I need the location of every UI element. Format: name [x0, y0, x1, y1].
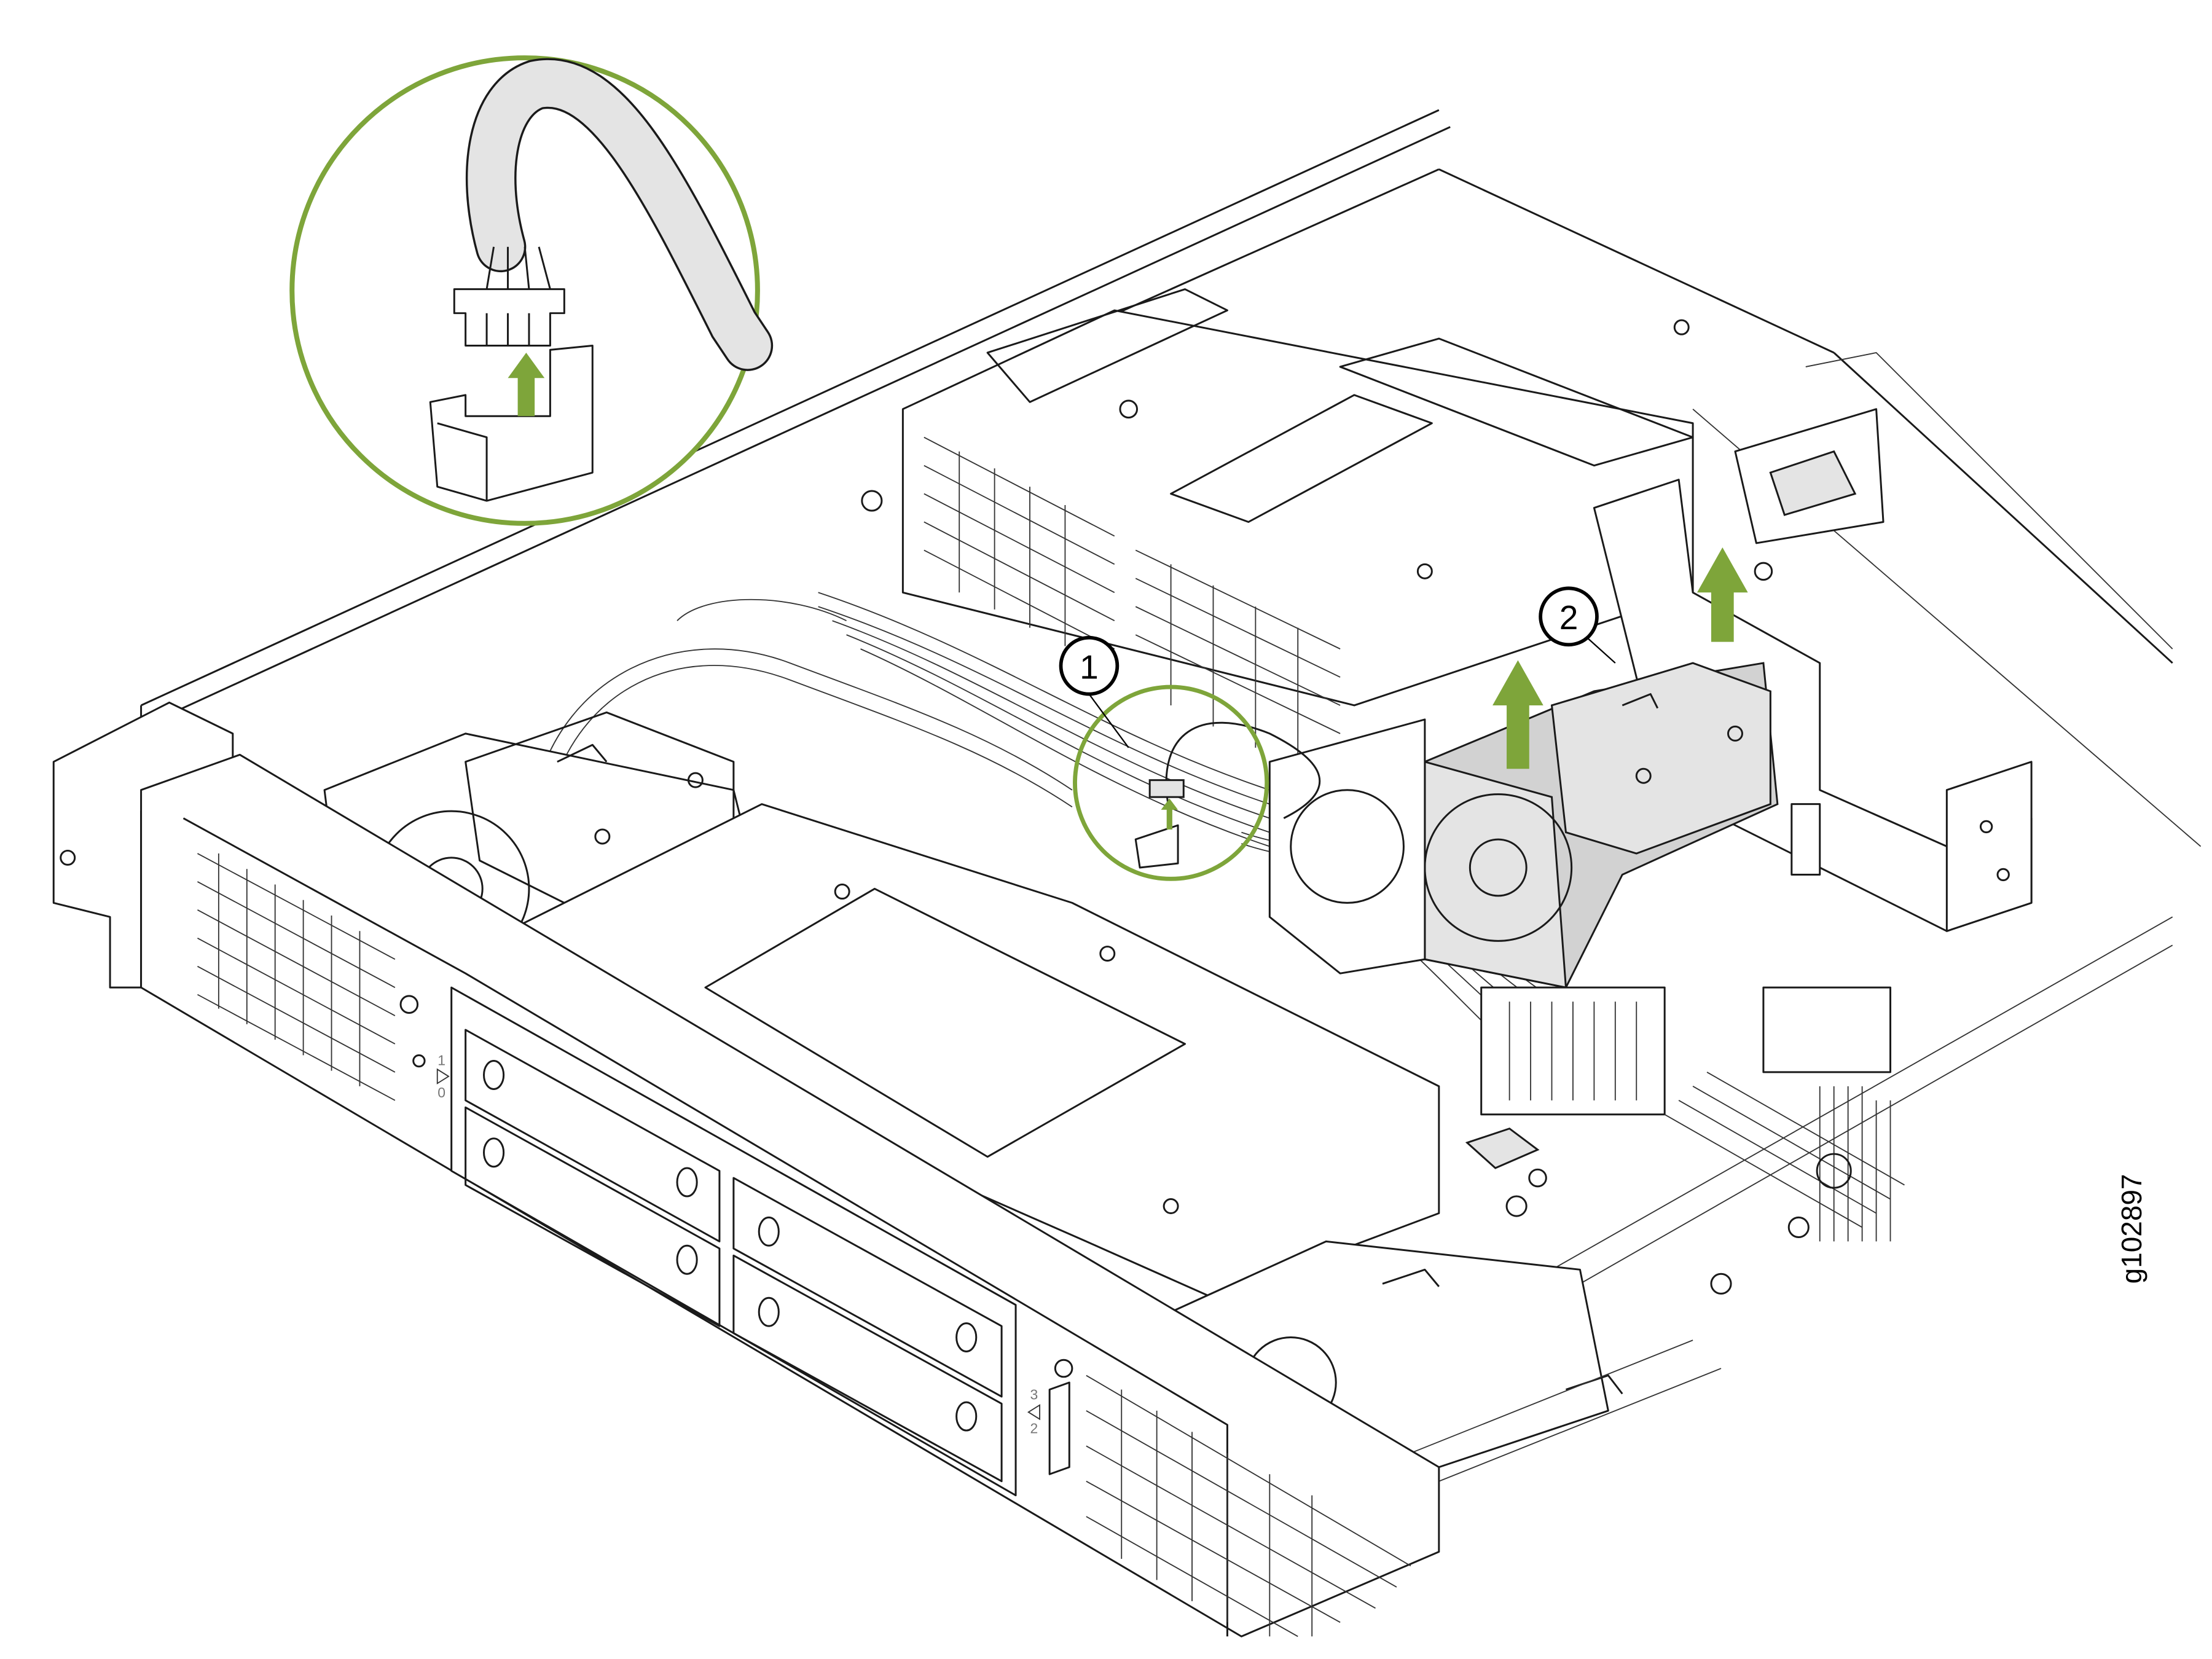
lift-arrow-icon: [1696, 547, 1748, 642]
unplug-arrow-icon: [508, 352, 545, 417]
bay-arrow-icon: [1027, 1404, 1041, 1421]
bay-label-3: 3: [1030, 1387, 1038, 1403]
figure-id-label: g102897: [2116, 1174, 2147, 1284]
front-panel: 1 0 3 2: [52, 701, 1440, 1637]
bay-label-1: 1: [437, 1052, 445, 1068]
callout-1: 1: [1059, 635, 1129, 748]
bay-label-0: 0: [437, 1084, 445, 1100]
callout-number: 1: [1080, 648, 1099, 686]
power-supply-area: [861, 288, 1694, 769]
motherboard-area: [1465, 803, 2173, 1295]
front-grill-left: [197, 853, 396, 1101]
bay-arrow-icon: [436, 1068, 450, 1084]
lift-arrow-icon: [1492, 660, 1543, 769]
detail-highlight-circle: [1073, 684, 1269, 881]
unplug-arrow-icon: [1161, 798, 1179, 830]
front-grill-right: [1086, 1375, 1411, 1637]
bay-label-2: 2: [1030, 1421, 1038, 1437]
callout-2: 2: [1539, 586, 1616, 664]
fan-connector-detail-small: [1073, 684, 1321, 881]
fan-modules-center: [1268, 718, 1426, 975]
fan-module-removed: [1424, 662, 1779, 989]
right-bracket: [1593, 408, 2033, 932]
callout-number: 2: [1559, 598, 1579, 637]
connector-inset: [289, 55, 774, 526]
drive-bays: [465, 1029, 1003, 1483]
